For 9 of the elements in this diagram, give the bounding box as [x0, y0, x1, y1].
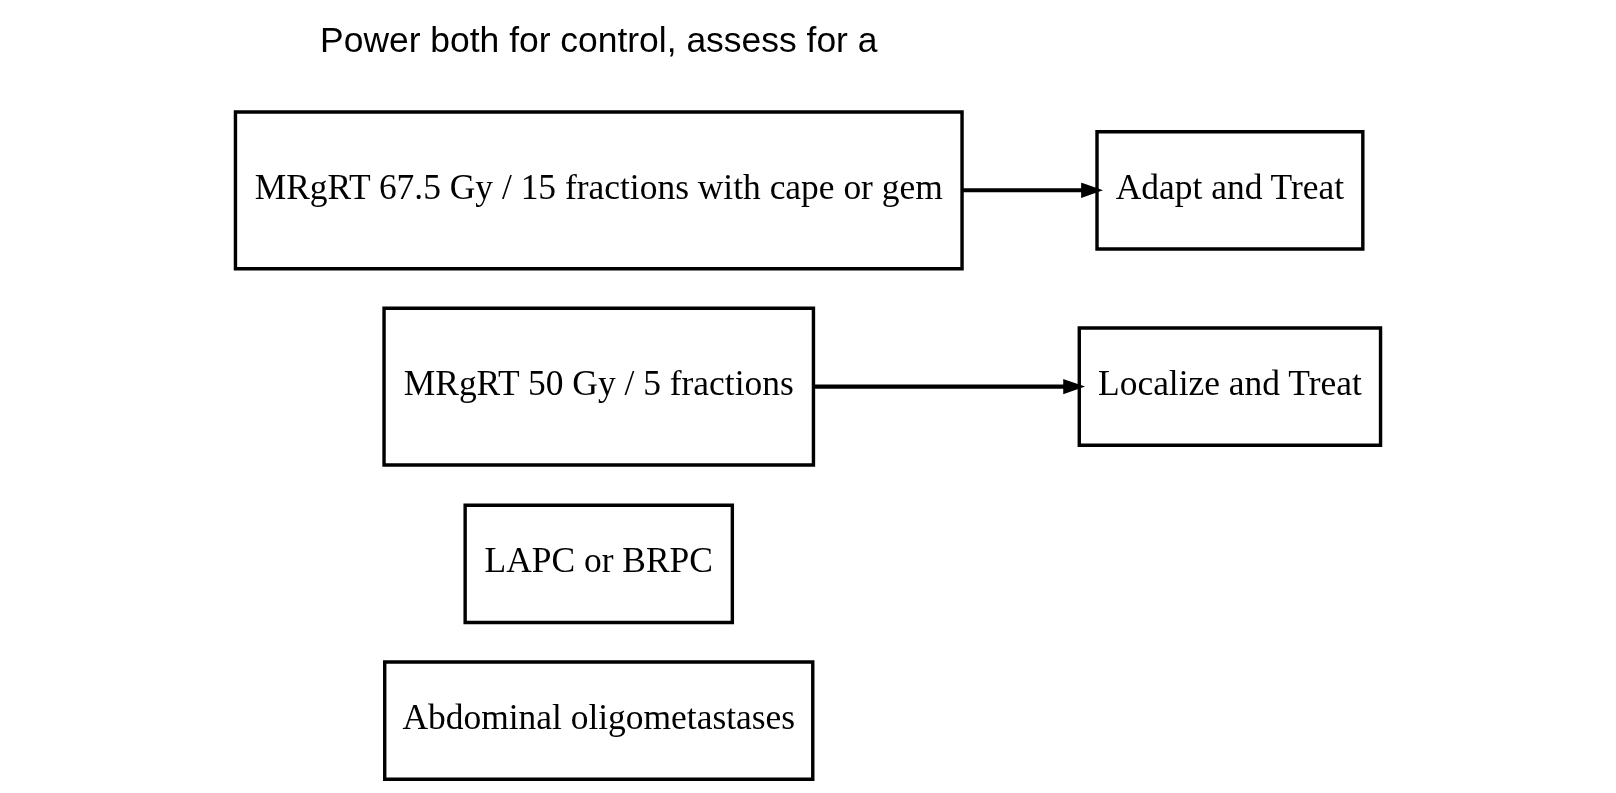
node-box: MRgRT 50 Gy / 5 fractions — [382, 306, 816, 467]
node-box: Localize and Treat — [1077, 326, 1383, 447]
arrow — [813, 378, 1086, 395]
label: Power both for control, assess for a — [320, 19, 878, 60]
node-box: Adapt and Treat — [1095, 130, 1365, 251]
node-box: Abdominal oligometastases — [383, 660, 815, 781]
arrow — [962, 182, 1103, 198]
node-box: LAPC or BRPC — [463, 503, 735, 625]
node-box: MRgRT 67.5 Gy / 15 fractions with cape or gem — [233, 110, 964, 271]
